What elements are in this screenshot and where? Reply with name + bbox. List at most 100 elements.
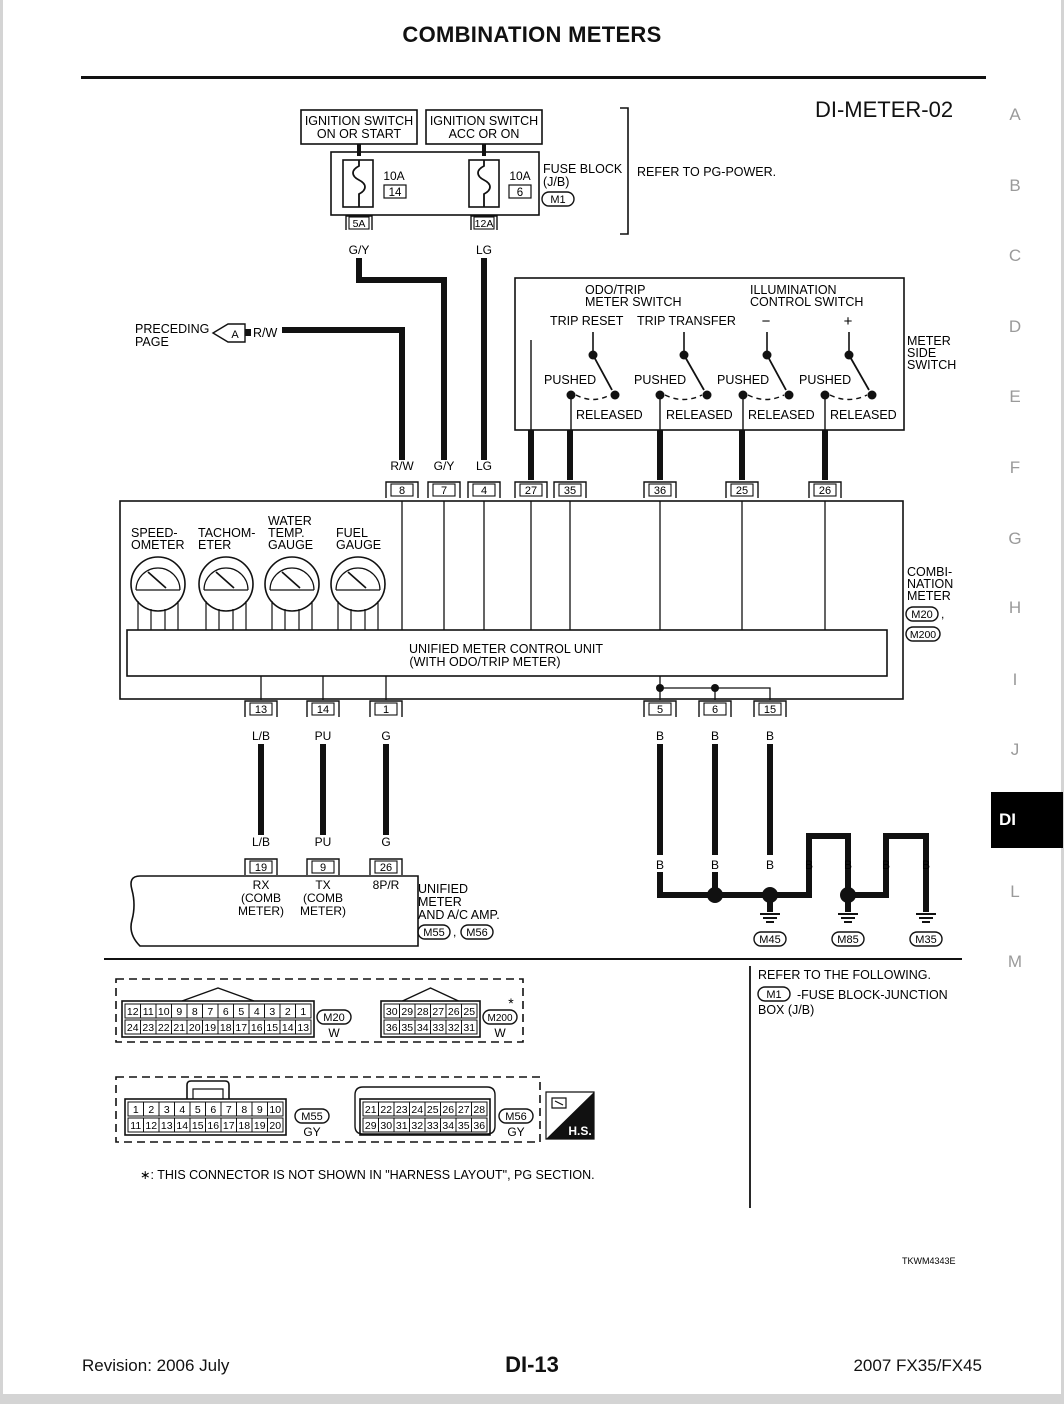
connector-m20-cell-bottom-20: 20 (189, 1022, 201, 1034)
hs-badge: H.S. (545, 1091, 595, 1140)
tab-a[interactable]: A (1009, 105, 1021, 124)
amp-pins: L/B19RX(COMBMETER)PU9TX(COMBMETER)G268P/… (238, 835, 403, 918)
ground-wire-label-6: B (882, 858, 890, 872)
connector-m55-cell-bottom-13: 13 (161, 1120, 173, 1132)
image-code: TKWM4343E (902, 1256, 956, 1266)
amp-pin-desc1-9: TX (315, 878, 330, 892)
connector-m55-cell-bottom-19: 19 (254, 1120, 266, 1132)
connector-m55-latch (186, 1080, 230, 1099)
connector-m20-cell-top-6: 6 (223, 1006, 229, 1018)
amp-wire-label-9: PU (315, 835, 332, 849)
connector-m20-cell-top-1: 1 (300, 1006, 306, 1018)
connector-m20-cell-top-10: 10 (158, 1006, 170, 1018)
tab-l[interactable]: L (1010, 882, 1020, 901)
tab-c[interactable]: C (1008, 246, 1022, 265)
speedometer-label2: OMETER (131, 538, 184, 552)
connector-m55-cell-top-8: 8 (241, 1104, 247, 1116)
top-pin-36: 36 (643, 481, 677, 498)
ground-m45: M45 (759, 934, 780, 946)
bottom-wire-label-13: L/B (252, 729, 270, 743)
top-pin-4-label: 4 (481, 485, 487, 497)
fuse2-amp: 10A (509, 169, 530, 183)
connector-m56-cell-bottom-34: 34 (442, 1120, 454, 1132)
speedometer-label1: SPEED- (131, 526, 178, 540)
released-label-2: RELEASED (666, 408, 733, 422)
tab-d[interactable]: D (1008, 317, 1022, 336)
switch-contact-released-4 (820, 390, 830, 400)
connector-m20-cell-top-11: 11 (143, 1006, 154, 1018)
connector-m20-cell-top-7: 7 (207, 1006, 213, 1018)
ign-on-start-line2: ON OR START (317, 127, 402, 141)
switch-labels: PUSHED PUSHED PUSHED PUSHED RELEASED REL… (544, 373, 897, 422)
connector-m55-cell-top-9: 9 (257, 1104, 263, 1116)
tab-di-active[interactable]: DI (991, 792, 1063, 848)
switch-arm-2 (683, 354, 705, 391)
amp-label3: AND A/C AMP. (418, 908, 500, 922)
connector-m20-cell-bottom-19: 19 (204, 1022, 216, 1034)
bottom-pin-1-label: 1 (383, 704, 389, 716)
connector-m56-cell-top-23: 23 (396, 1104, 408, 1116)
connector-m200-cell-bottom-31: 31 (463, 1022, 475, 1034)
top-pin-26: 26 (808, 481, 842, 498)
gauge-dial-3 (264, 556, 320, 612)
connector-m56-cell-bottom-33: 33 (427, 1120, 439, 1132)
switch-contact-released-1 (566, 390, 576, 400)
ignition-switch-acc: IGNITION SWITCH ACC OR ON (425, 109, 543, 145)
connector-m55-cell-bottom-16: 16 (207, 1120, 219, 1132)
connector-m56-cell-top-28: 28 (473, 1104, 485, 1116)
connector-m56-tag (498, 1108, 534, 1124)
amp-pin-desc2-19: (COMB (241, 891, 281, 905)
connector-m200-cell-top-25: 25 (463, 1006, 475, 1018)
tab-f[interactable]: F (1009, 458, 1021, 477)
tab-m[interactable]: M (1007, 952, 1023, 971)
top-pin-8: 8 (385, 481, 419, 498)
fuse1-number: 14 (389, 187, 402, 199)
connector-m56-shell (354, 1086, 496, 1135)
ground-m35: M35 (915, 934, 936, 946)
tab-h[interactable]: H (1008, 598, 1022, 617)
footer-revision: Revision: 2006 July (82, 1356, 230, 1375)
tab-g[interactable]: G (1008, 529, 1022, 548)
top-pin-35-label: 35 (564, 485, 576, 497)
fuel-gauge-label1: FUEL (336, 526, 368, 540)
bottom-wire-label-6: B (711, 729, 719, 743)
connector-m20-cell-bottom-16: 16 (251, 1022, 263, 1034)
water-temp-label1: WATER (268, 514, 312, 528)
footer-model: 2007 FX35/FX45 (853, 1356, 982, 1375)
combi-meter-label2: NATION (907, 577, 953, 591)
connector-m55-cell-top-5: 5 (195, 1104, 201, 1116)
connector-m56-cell-bottom-35: 35 (458, 1120, 470, 1132)
combi-meter-label3: METER (907, 589, 951, 603)
amp-comma: , (453, 925, 456, 939)
trip-transfer-label: TRIP TRANSFER (637, 314, 736, 328)
gauge-dial-4 (330, 556, 386, 612)
gauge-needle-4 (347, 571, 367, 589)
bottom-pin-13: 13 (244, 700, 278, 717)
ign-acc-line2: ACC OR ON (449, 127, 520, 141)
tab-j[interactable]: J (1010, 740, 1020, 759)
terminal-12a: 12A (470, 215, 498, 230)
connector-m20-cell-bottom-22: 22 (158, 1022, 170, 1034)
combination-meter-box (119, 500, 904, 700)
amp-label1: UNIFIED (418, 882, 468, 896)
bottom-wire-label-5: B (656, 729, 664, 743)
preceding-wire: R/W (253, 326, 278, 340)
fuse1-amp: 10A (383, 169, 404, 183)
connector-note: ∗: THIS CONNECTOR IS NOT SHOWN IN "HARNE… (140, 1168, 595, 1182)
connector-m56-cell-top-22: 22 (380, 1104, 392, 1116)
connector-m200-tag (482, 1009, 518, 1025)
tab-e[interactable]: E (1009, 387, 1021, 406)
control-unit-line1: UNIFIED METER CONTROL UNIT (409, 642, 603, 656)
diagram-id: DI-METER-02 (815, 97, 953, 122)
pushed-label-2: PUSHED (634, 373, 686, 387)
wire-lg-top: LG (476, 243, 492, 257)
section-tabs: A B C D E F G H I J DI L M (991, 0, 1063, 1100)
top-pin-4: 4 (467, 481, 501, 498)
tab-b[interactable]: B (1009, 176, 1021, 195)
amp-pin-desc2-9: (COMB (303, 891, 343, 905)
amp-conn-m56: M56 (466, 927, 487, 939)
tab-i[interactable]: I (1012, 670, 1018, 689)
refer-line2: -FUSE BLOCK-JUNCTION (797, 988, 948, 1002)
hs-label: H.S. (568, 1124, 591, 1138)
